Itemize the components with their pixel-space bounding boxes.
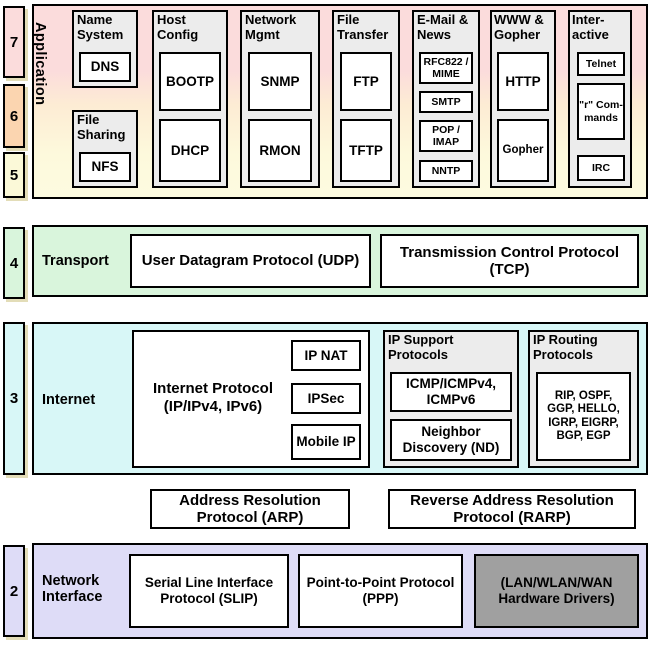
osi-layer-number-4: 4 <box>3 227 25 299</box>
group-title-network-mgmt: Network Mgmt <box>245 12 297 42</box>
protocol-ip-nat[interactable]: IP NAT <box>291 340 361 371</box>
group-title-ip-support-protocols: IP Support Protocols <box>388 332 454 362</box>
protocol-telnet[interactable]: Telnet <box>577 52 625 76</box>
group-title-www-gopher: WWW & Gopher <box>494 12 544 42</box>
protocol-snmp[interactable]: SNMP <box>248 52 312 111</box>
protocol-ftp[interactable]: FTP <box>340 52 392 111</box>
network-interface-layer-label: Network Interface <box>42 573 103 606</box>
protocol-r-commands[interactable]: "r" Com- mands <box>577 83 625 140</box>
group-title-interactive: Inter- active <box>572 12 609 42</box>
osi-layer-number-5: 5 <box>3 152 25 198</box>
osi-number-label: 5 <box>9 166 19 184</box>
hardware-drivers-box[interactable]: (LAN/WLAN/WAN Hardware Drivers) <box>474 554 639 628</box>
osi-number-label: 4 <box>9 254 19 272</box>
osi-layer-number-7: 7 <box>3 6 25 78</box>
protocol-rarp[interactable]: Reverse Address Resolution Protocol (RAR… <box>388 489 636 529</box>
group-title-file-transfer: File Transfer <box>337 12 389 42</box>
group-title-ip-routing-protocols: IP Routing Protocols <box>533 332 598 362</box>
protocol-slip[interactable]: Serial Line Interface Protocol (SLIP) <box>129 554 289 628</box>
internet-layer-label: Internet <box>42 392 96 408</box>
protocol-ppp[interactable]: Point-to-Point Protocol (PPP) <box>298 554 463 628</box>
protocol-gopher[interactable]: Gopher <box>497 119 549 182</box>
protocol-bootp[interactable]: BOOTP <box>159 52 221 111</box>
group-title-email-news: E-Mail & News <box>417 12 469 42</box>
transport-layer-label: Transport <box>42 253 109 269</box>
protocol-rmon[interactable]: RMON <box>248 119 312 182</box>
osi-layer-number-6: 6 <box>3 84 25 148</box>
protocol-arp[interactable]: Address Resolution Protocol (ARP) <box>150 489 350 529</box>
protocol-pop-imap[interactable]: POP / IMAP <box>419 120 473 152</box>
osi-number-label: 6 <box>9 107 19 125</box>
protocol-tcp[interactable]: Transmission Control Protocol (TCP) <box>380 234 639 288</box>
protocol-udp[interactable]: User Datagram Protocol (UDP) <box>130 234 371 288</box>
protocol-tftp[interactable]: TFTP <box>340 119 392 182</box>
osi-number-label: 2 <box>9 582 19 600</box>
internet-protocol-label: Internet Protocol (IP/IPv4, IPv6) <box>152 380 273 415</box>
application-layer-label: Application <box>32 22 48 106</box>
protocol-dhcp[interactable]: DHCP <box>159 119 221 182</box>
protocol-mobile-ip[interactable]: Mobile IP <box>291 424 361 460</box>
protocol-ipsec[interactable]: IPSec <box>291 383 361 414</box>
osi-layer-number-3: 3 <box>3 322 25 475</box>
osi-number-label: 7 <box>9 33 19 51</box>
protocol-nfs[interactable]: NFS <box>79 152 131 182</box>
protocol-http[interactable]: HTTP <box>497 52 549 111</box>
osi-number-label: 3 <box>9 390 19 407</box>
protocol-irc[interactable]: IRC <box>577 155 625 181</box>
group-title-name-system: Name System <box>77 12 124 42</box>
group-title-host-config: Host Config <box>157 12 199 42</box>
osi-layer-number-2: 2 <box>3 545 25 637</box>
protocol-routing-list[interactable]: RIP, OSPF, GGP, HELLO, IGRP, EIGRP, BGP,… <box>536 372 631 461</box>
protocol-dns[interactable]: DNS <box>79 52 131 82</box>
protocol-icmp[interactable]: ICMP/ICMPv4, ICMPv6 <box>390 372 512 412</box>
protocol-neighbor-discovery[interactable]: Neighbor Discovery (ND) <box>390 419 512 461</box>
protocol-smtp[interactable]: SMTP <box>419 91 473 113</box>
protocol-rfc822-mime[interactable]: RFC822 / MIME <box>419 52 473 84</box>
group-title-file-sharing: File Sharing <box>77 112 126 142</box>
protocol-nntp[interactable]: NNTP <box>419 160 473 182</box>
